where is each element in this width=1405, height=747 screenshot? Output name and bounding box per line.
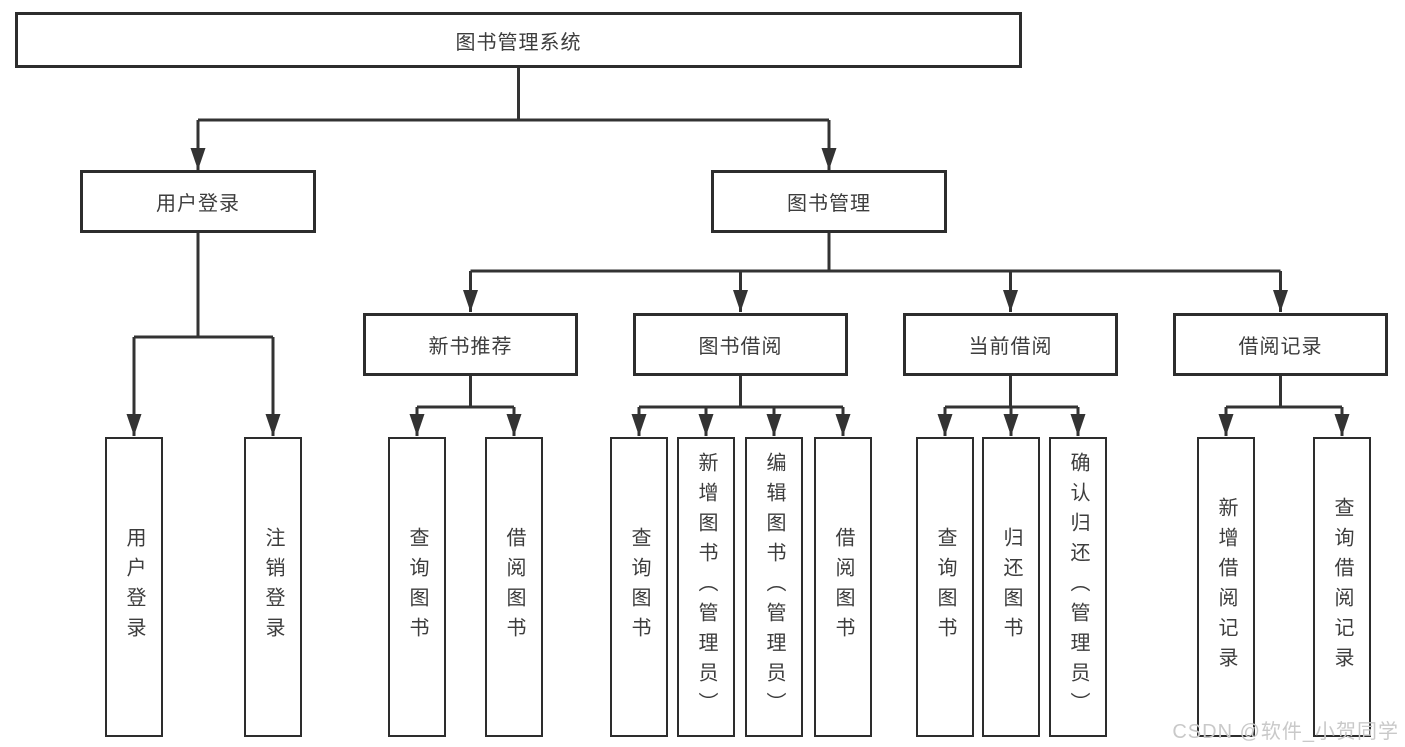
leaf-query-books-recommend: 查询图书 — [388, 437, 446, 737]
leaf-user-login: 用户登录 — [105, 437, 163, 737]
node-label: 图书管理系统 — [455, 31, 582, 54]
leaf-label: 查询图书 — [628, 527, 650, 647]
node-borrow-records: 借阅记录 — [1173, 313, 1388, 376]
watermark: CSDN @软件_小贺同学 — [1172, 721, 1399, 743]
node-library-management-system: 图书管理系统 — [15, 12, 1022, 68]
leaf-label: 查询借阅记录 — [1331, 497, 1353, 677]
leaf-borrow-books-recommend: 借阅图书 — [485, 437, 543, 737]
node-label: 借阅记录 — [1238, 336, 1323, 358]
node-current-borrow: 当前借阅 — [903, 313, 1118, 376]
leaf-return-books: 归还图书 — [982, 437, 1040, 737]
leaf-label: 新增借阅记录 — [1215, 497, 1237, 677]
leaf-label: 查询图书 — [934, 527, 956, 647]
leaf-label: 新增图书（管理员） — [695, 452, 717, 722]
leaf-label: 编辑图书（管理员） — [763, 452, 785, 722]
node-book-borrow: 图书借阅 — [633, 313, 848, 376]
node-label: 当前借阅 — [968, 336, 1053, 358]
node-book-management: 图书管理 — [711, 170, 947, 233]
leaf-borrow-books: 借阅图书 — [814, 437, 872, 737]
node-label: 图书借阅 — [698, 336, 783, 358]
leaf-confirm-return-admin: 确认归还（管理员） — [1049, 437, 1107, 737]
node-label: 图书管理 — [787, 193, 871, 215]
leaf-edit-books-admin: 编辑图书（管理员） — [745, 437, 803, 737]
leaf-query-borrow-record: 查询借阅记录 — [1313, 437, 1371, 737]
node-user-login: 用户登录 — [80, 170, 316, 233]
node-label: 用户登录 — [156, 193, 240, 215]
node-new-book-recommend: 新书推荐 — [363, 313, 578, 376]
connector-backbone — [134, 68, 1342, 409]
leaf-label: 归还图书 — [1000, 527, 1022, 647]
node-label: 新书推荐 — [428, 336, 513, 358]
leaf-label: 查询图书 — [406, 527, 428, 647]
leaf-add-borrow-record: 新增借阅记录 — [1197, 437, 1255, 737]
leaf-label: 确认归还（管理员） — [1067, 452, 1089, 722]
leaf-query-books-borrow: 查询图书 — [610, 437, 668, 737]
leaf-label: 注销登录 — [262, 527, 284, 647]
leaf-add-books-admin: 新增图书（管理员） — [677, 437, 735, 737]
leaf-logout: 注销登录 — [244, 437, 302, 737]
leaf-label: 借阅图书 — [832, 527, 854, 647]
leaf-query-books-current: 查询图书 — [916, 437, 974, 737]
leaf-label: 用户登录 — [123, 527, 145, 647]
leaf-label: 借阅图书 — [503, 527, 525, 647]
